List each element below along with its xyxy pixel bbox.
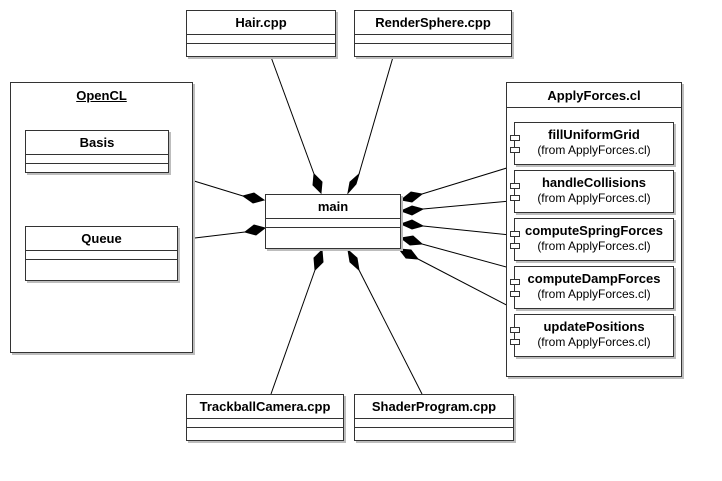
component-port-icon (510, 183, 520, 189)
class-basis-attributes (26, 155, 168, 164)
package-opencl[interactable]: OpenCL (10, 82, 193, 353)
class-queue-attributes (26, 251, 177, 260)
component-port-icon (510, 243, 520, 249)
diamond-computedampforces-main (399, 235, 424, 246)
class-hair[interactable]: Hair.cpp (186, 10, 336, 57)
class-hair-attributes (187, 35, 335, 44)
diamond-basis-main (241, 192, 266, 204)
component-port-icon (510, 291, 520, 297)
diamond-computespringforces-main (399, 219, 425, 230)
link-computedampforces-main (421, 243, 511, 269)
diamond-updatepositions-main (397, 248, 420, 260)
component-port-icon (510, 147, 520, 153)
class-render-sphere[interactable]: RenderSphere.cpp (354, 10, 512, 57)
component-name: updatePositions (543, 319, 645, 334)
diamond-hair-main (312, 172, 323, 195)
component-name: handleCollisions (541, 175, 646, 190)
class-main[interactable]: main (265, 194, 401, 249)
diamond-rendersphere-main (347, 172, 360, 195)
component-port-icon (510, 135, 520, 141)
link-computespringforces-main (422, 225, 511, 236)
component-update-positions[interactable]: updatePositions (from ApplyForces.cl) (510, 314, 674, 357)
diamond-handlecollisions-main (399, 205, 425, 216)
package-opencl-title: OpenCL (76, 88, 127, 103)
class-trackball-camera[interactable]: TrackballCamera.cpp (186, 394, 344, 441)
component-handle-collisions[interactable]: handleCollisions (from ApplyForces.cl) (510, 170, 674, 213)
component-source: (from ApplyForces.cl) (537, 239, 651, 253)
link-shaderprogram-main (358, 269, 423, 395)
component-name: computeSpringForces (525, 223, 663, 238)
component-source: (from ApplyForces.cl) (537, 143, 651, 157)
class-hair-title: Hair.cpp (187, 11, 335, 35)
link-handlecollisions-main (422, 200, 511, 210)
component-fill-uniform-grid[interactable]: fillUniformGrid (from ApplyForces.cl) (510, 122, 674, 165)
diamond-queue-main (243, 224, 267, 236)
component-port-icon (510, 195, 520, 201)
component-source: (from ApplyForces.cl) (537, 287, 651, 301)
component-compute-spring-forces[interactable]: computeSpringForces (from ApplyForces.cl… (510, 218, 674, 261)
component-port-icon (510, 279, 520, 285)
class-shader-program[interactable]: ShaderProgram.cpp (354, 394, 514, 441)
component-source: (from ApplyForces.cl) (537, 335, 651, 349)
diamond-filluniformgrid-main (399, 191, 424, 203)
group-apply-forces-title: ApplyForces.cl (547, 88, 641, 103)
component-port-icon (510, 231, 520, 237)
component-name: computeDampForces (527, 271, 661, 286)
class-queue[interactable]: Queue (25, 226, 178, 281)
class-render-sphere-title: RenderSphere.cpp (355, 11, 511, 35)
class-basis[interactable]: Basis (25, 130, 169, 173)
class-main-title: main (266, 195, 400, 219)
link-updatepositions-main (417, 258, 521, 313)
class-queue-title: Queue (26, 227, 177, 251)
component-name: fillUniformGrid (548, 127, 640, 142)
class-main-attributes (266, 219, 400, 228)
link-trackballcamera-main (270, 269, 316, 395)
component-port-icon (510, 339, 520, 345)
class-render-sphere-attributes (355, 35, 511, 44)
class-basis-title: Basis (26, 131, 168, 155)
link-rendersphere-main (358, 56, 394, 175)
link-hair-main (270, 56, 315, 175)
component-source: (from ApplyForces.cl) (537, 191, 651, 205)
class-shader-program-title: ShaderProgram.cpp (355, 395, 513, 419)
link-filluniformgrid-main (421, 166, 511, 195)
diamond-shaderprogram-main (347, 248, 360, 272)
group-apply-forces-divider (507, 107, 681, 108)
diamond-trackballcamera-main (313, 248, 324, 272)
class-trackball-camera-title: TrackballCamera.cpp (187, 395, 343, 419)
class-shader-program-attributes (355, 419, 513, 428)
class-trackball-camera-attributes (187, 419, 343, 428)
component-compute-damp-forces[interactable]: computeDampForces (from ApplyForces.cl) (510, 266, 674, 309)
component-port-icon (510, 327, 520, 333)
